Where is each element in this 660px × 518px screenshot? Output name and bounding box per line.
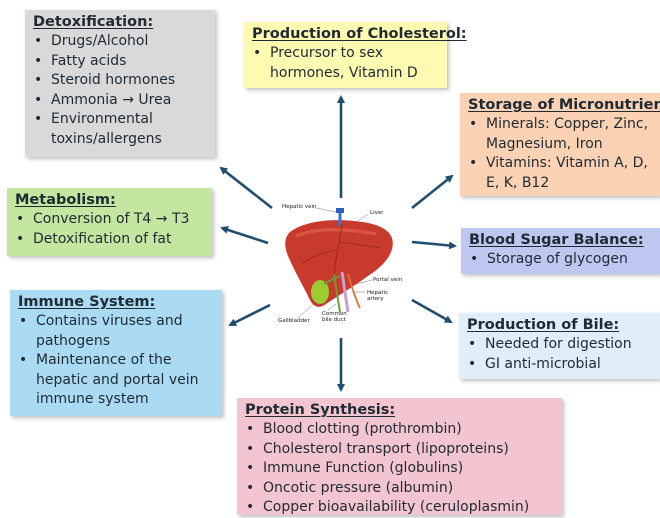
immune-system-title: Immune System: — [18, 293, 214, 311]
list-item: Vitamins: Vitamin A, D, E, K, B12 — [468, 154, 652, 193]
list-item: Contains viruses and pathogens — [18, 312, 214, 351]
bile-list: Needed for digestion GI anti-microbial — [467, 335, 652, 374]
list-item: Drugs/Alcohol — [33, 32, 207, 52]
micronutrients-box: Storage of Micronutrients: Minerals: Cop… — [460, 93, 660, 196]
list-item: Storage of glycogen — [469, 250, 652, 270]
label-common-bile-duct: Common bile duct — [322, 311, 352, 323]
immune-system-list: Contains viruses and pathogens Maintenan… — [18, 312, 214, 410]
detoxification-box: Detoxification: Drugs/Alcohol Fatty acid… — [25, 10, 215, 157]
list-item: Oncotic pressure (albumin) — [245, 479, 554, 499]
list-item: Maintenance of the hepatic and portal ve… — [18, 351, 214, 410]
cholesterol-title: Production of Cholesterol: — [252, 25, 439, 43]
protein-synthesis-box: Protein Synthesis: Blood clotting (proth… — [237, 398, 562, 515]
arrow-to-micronutrients — [412, 176, 452, 208]
blood-sugar-list: Storage of glycogen — [469, 250, 652, 270]
label-hepatic-artery: Hepatic artery — [367, 290, 393, 302]
micronutrients-list: Minerals: Copper, Zinc, Magnesium, Iron … — [468, 115, 652, 193]
label-gallbladder: Gallbladder — [278, 318, 310, 324]
detoxification-list: Drugs/Alcohol Fatty acids Steroid hormon… — [33, 32, 207, 150]
list-item: Conversion of T4 → T3 — [15, 210, 204, 230]
list-item: Minerals: Copper, Zinc, Magnesium, Iron — [468, 115, 652, 154]
bile-title: Production of Bile: — [467, 316, 652, 334]
list-item: Needed for digestion — [467, 335, 652, 355]
list-item: Precursor to sex hormones, Vitamin D — [252, 44, 439, 83]
list-item: Fatty acids — [33, 52, 207, 72]
detoxification-title: Detoxification: — [33, 13, 207, 31]
metabolism-list: Conversion of T4 → T3 Detoxification of … — [15, 210, 204, 249]
list-item: Environmental toxins/allergens — [33, 110, 207, 149]
immune-system-box: Immune System: Contains viruses and path… — [10, 290, 222, 416]
arrow-to-detoxification — [221, 168, 272, 208]
bile-box: Production of Bile: Needed for digestion… — [459, 313, 660, 379]
protein-synthesis-list: Blood clotting (prothrombin) Cholesterol… — [245, 420, 554, 518]
micronutrients-title: Storage of Micronutrients: — [468, 96, 652, 114]
cholesterol-list: Precursor to sex hormones, Vitamin D — [252, 44, 439, 83]
list-item: Ammonia → Urea — [33, 91, 207, 111]
metabolism-box: Metabolism: Conversion of T4 → T3 Detoxi… — [7, 188, 212, 256]
arrow-to-metabolism — [222, 228, 268, 243]
list-item: GI anti-microbial — [467, 355, 652, 375]
label-portal-vein: Portal vein — [373, 277, 402, 283]
arrow-to-immune — [230, 305, 270, 325]
liver-illustration: Hepatic vein Liver Portal vein Hepatic a… — [276, 200, 406, 334]
label-hepatic-vein: Hepatic vein — [282, 204, 317, 210]
list-item: Cholesterol transport (lipoproteins) — [245, 440, 554, 460]
metabolism-title: Metabolism: — [15, 191, 204, 209]
protein-synthesis-title: Protein Synthesis: — [245, 401, 554, 419]
list-item: Immune Function (globulins) — [245, 459, 554, 479]
blood-sugar-box: Blood Sugar Balance: Storage of glycogen — [461, 228, 660, 274]
list-item: Steroid hormones — [33, 71, 207, 91]
arrow-to-blood-sugar — [412, 242, 455, 246]
arrow-to-bile — [412, 300, 451, 322]
list-item: Detoxification of fat — [15, 230, 204, 250]
label-liver: Liver — [370, 210, 384, 216]
blood-sugar-title: Blood Sugar Balance: — [469, 231, 652, 249]
cholesterol-box: Production of Cholesterol: Precursor to … — [244, 22, 447, 88]
list-item: Blood clotting (prothrombin) — [245, 420, 554, 440]
list-item: Copper bioavailability (ceruloplasmin) — [245, 498, 554, 518]
